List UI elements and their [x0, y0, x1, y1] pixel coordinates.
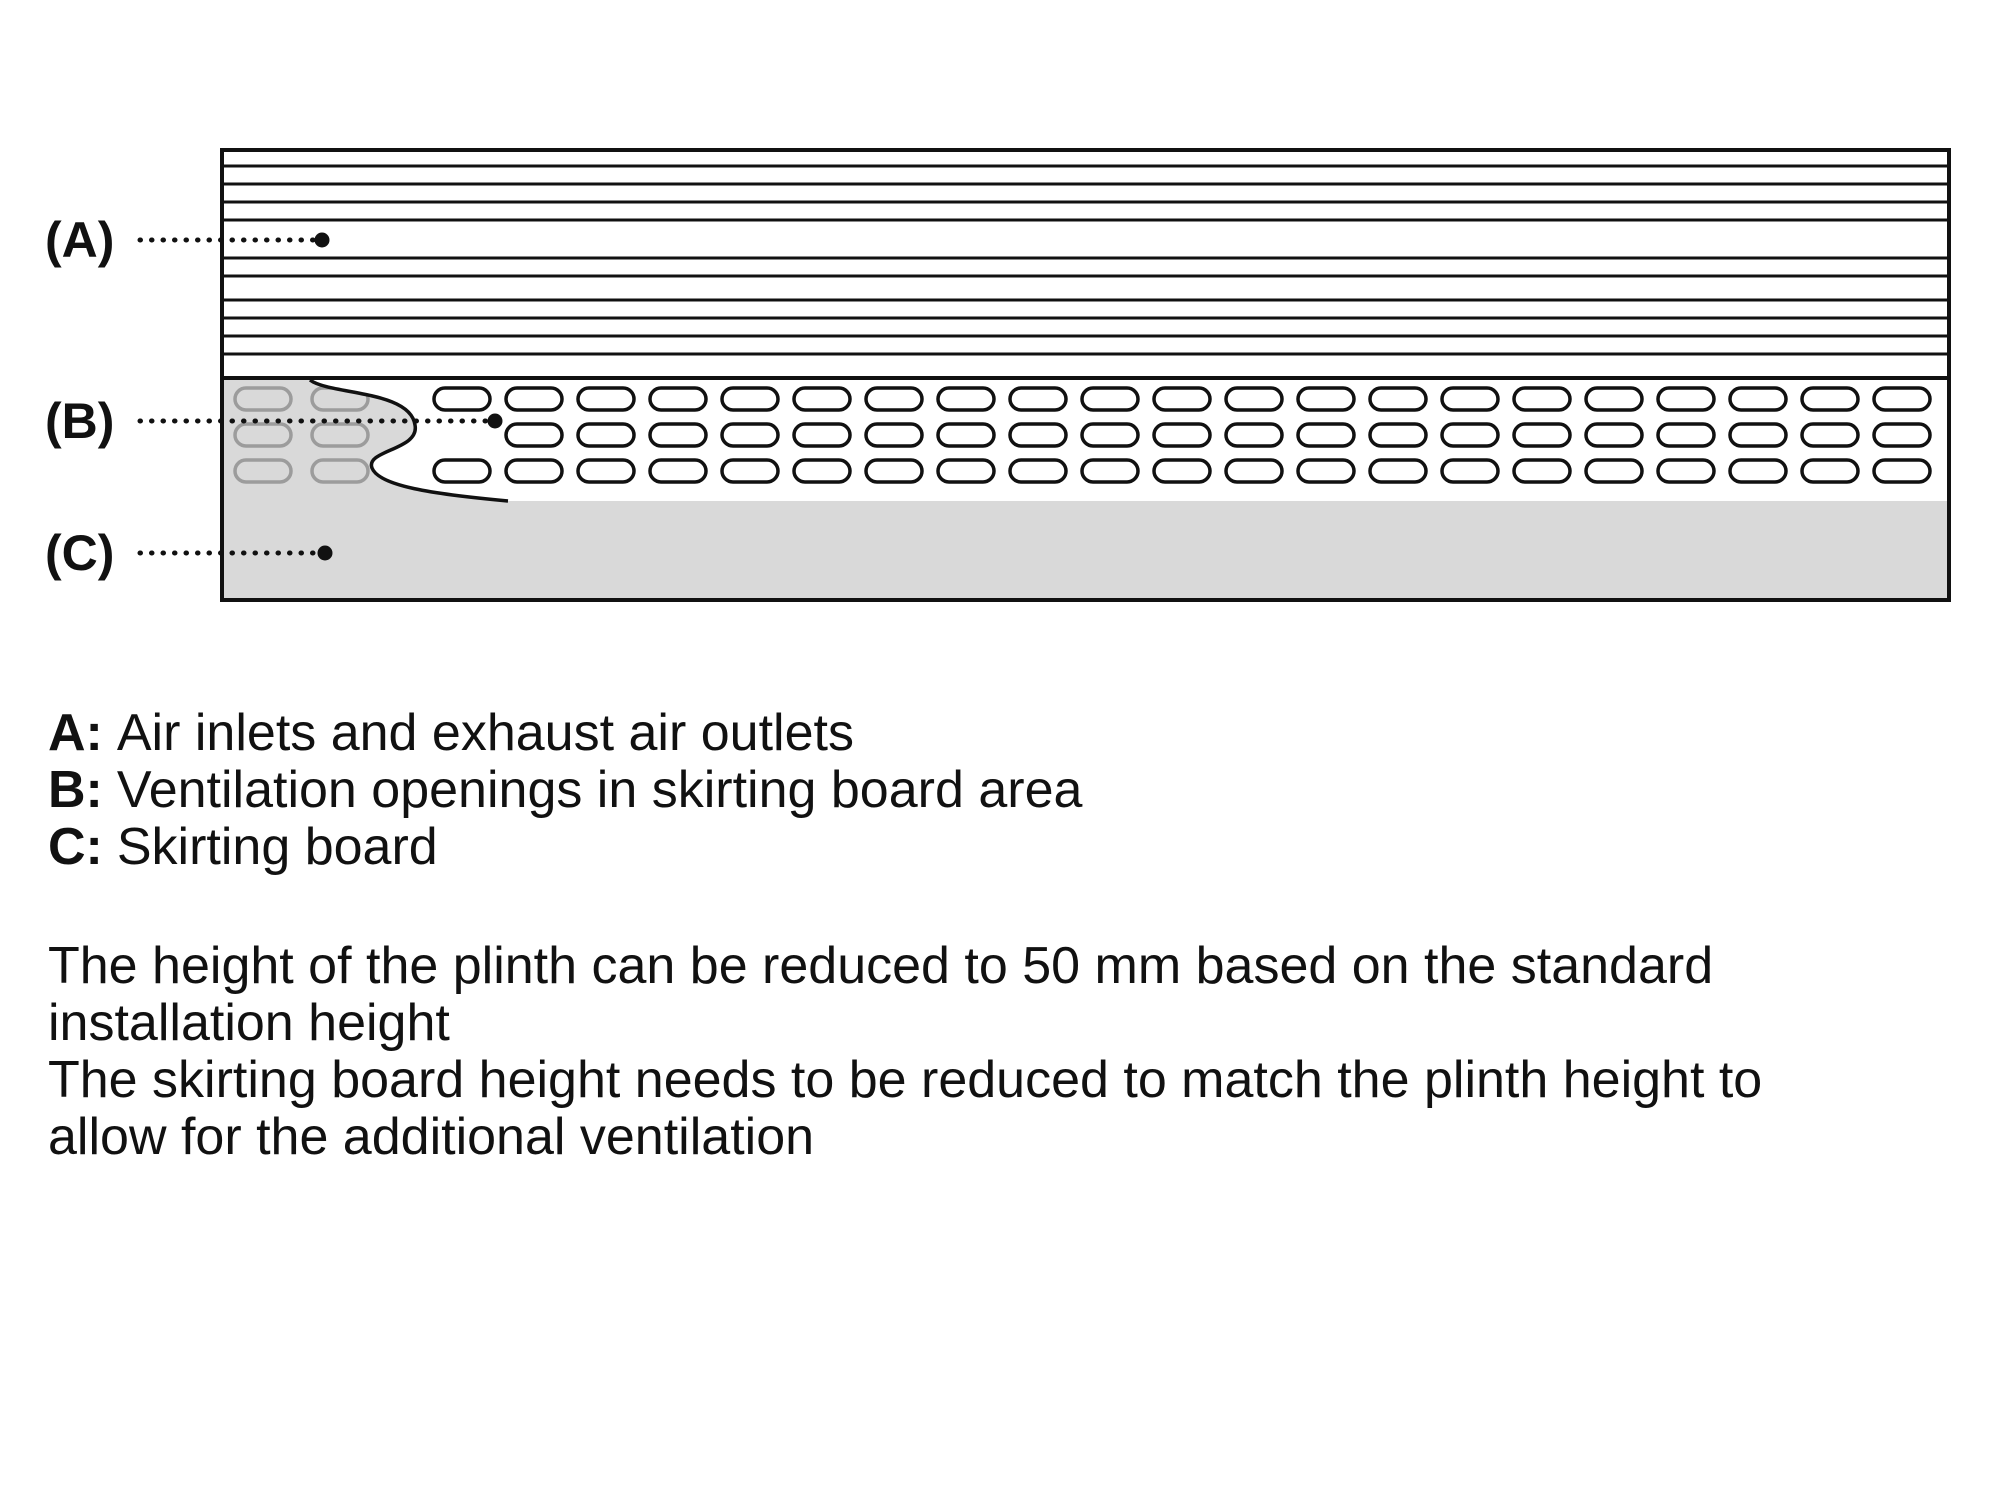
legend-item-a: A:Air inlets and exhaust air outlets — [48, 705, 1082, 762]
hidden-vent-slot — [310, 422, 370, 448]
vent-slot — [936, 458, 996, 484]
vent-slot — [1296, 422, 1356, 448]
vent-slot — [432, 386, 492, 412]
legend-key-c: C: — [48, 818, 103, 876]
hidden-vent-slots — [233, 386, 370, 484]
vent-slot — [864, 422, 924, 448]
vent-slot — [1728, 422, 1788, 448]
hidden-vent-slot — [233, 422, 293, 448]
vent-slot — [1872, 422, 1932, 448]
vent-slot — [1080, 386, 1140, 412]
vent-slot — [1368, 386, 1428, 412]
vent-slot — [1152, 386, 1212, 412]
vent-slot — [1512, 458, 1572, 484]
vent-slot — [720, 386, 780, 412]
vent-slot — [720, 458, 780, 484]
installation-diagram — [137, 148, 1951, 602]
legend-item-b: B:Ventilation openings in skirting board… — [48, 762, 1082, 819]
vent-slot — [1152, 422, 1212, 448]
vent-slot — [864, 386, 924, 412]
vent-slot — [864, 458, 924, 484]
skirting-board — [220, 376, 1951, 602]
vent-slot — [1224, 458, 1284, 484]
vent-slot — [504, 458, 564, 484]
louver-lines — [224, 164, 1947, 356]
hidden-vent-slot — [310, 458, 370, 484]
legend-item-c: C:Skirting board — [48, 819, 1082, 876]
legend: A:Air inlets and exhaust air outlets B:V… — [48, 705, 1082, 876]
torn-edge — [308, 378, 509, 503]
vent-slot — [1872, 386, 1932, 412]
vent-slot — [792, 422, 852, 448]
legend-text-a: Air inlets and exhaust air outlets — [116, 704, 854, 762]
vent-slot — [1728, 386, 1788, 412]
vent-slot — [1368, 458, 1428, 484]
vent-slot — [504, 422, 564, 448]
vent-slot — [576, 386, 636, 412]
vent-slot — [1656, 422, 1716, 448]
vent-slot — [504, 386, 564, 412]
vent-slot — [1080, 458, 1140, 484]
vent-slot — [1224, 386, 1284, 412]
legend-text-b: Ventilation openings in skirting board a… — [116, 761, 1083, 819]
vent-slot — [1512, 422, 1572, 448]
vent-slot — [1656, 458, 1716, 484]
vent-slot — [936, 386, 996, 412]
vent-slot — [576, 422, 636, 448]
vent-slot — [648, 422, 708, 448]
hidden-vent-slot — [233, 386, 293, 412]
callout-label-b: (B) — [45, 393, 115, 449]
callout-label-a: (A) — [45, 212, 115, 268]
leader-dot-b — [487, 413, 503, 429]
callout-leaders — [137, 232, 503, 561]
vent-slot — [1080, 422, 1140, 448]
vent-slot — [1584, 386, 1644, 412]
vent-slot — [1440, 422, 1500, 448]
callout-label-c: (C) — [45, 525, 115, 581]
vent-slot — [1584, 458, 1644, 484]
ventilation-slots — [432, 386, 1932, 484]
leader-dot-a — [314, 232, 330, 248]
note-skirting-height: The skirting board height needs to be re… — [48, 1051, 1763, 1166]
vent-slot — [792, 386, 852, 412]
vent-slot — [576, 458, 636, 484]
vent-slot — [720, 422, 780, 448]
leader-dot-c — [317, 545, 333, 561]
vent-slot — [1224, 422, 1284, 448]
vent-slot — [432, 458, 492, 484]
vent-slot — [1296, 458, 1356, 484]
vent-slot — [1008, 458, 1068, 484]
air-vent-grille — [220, 148, 1951, 380]
legend-key-b: B: — [48, 761, 103, 819]
vent-slot — [1584, 422, 1644, 448]
vent-slot — [1800, 386, 1860, 412]
vent-slot — [792, 458, 852, 484]
vent-slot — [648, 458, 708, 484]
notes: The height of the plinth can be reduced … — [48, 938, 1828, 1166]
vent-slot — [1872, 458, 1932, 484]
vent-slot — [1440, 386, 1500, 412]
vent-slot — [1656, 386, 1716, 412]
vent-slot — [648, 386, 708, 412]
legend-key-a: A: — [48, 704, 103, 762]
vent-slot — [1440, 458, 1500, 484]
vent-slot — [1728, 458, 1788, 484]
vent-slot — [1512, 386, 1572, 412]
vent-slot — [1800, 422, 1860, 448]
vent-slot — [1800, 458, 1860, 484]
vent-slot — [936, 422, 996, 448]
hidden-vent-slot — [233, 458, 293, 484]
legend-text-c: Skirting board — [116, 818, 438, 876]
vent-slot — [1008, 386, 1068, 412]
vent-slot — [1296, 386, 1356, 412]
vent-slot — [1152, 458, 1212, 484]
vent-slot — [1008, 422, 1068, 448]
vent-slot — [1368, 422, 1428, 448]
note-plinth-height: The height of the plinth can be reduced … — [48, 937, 1714, 1052]
